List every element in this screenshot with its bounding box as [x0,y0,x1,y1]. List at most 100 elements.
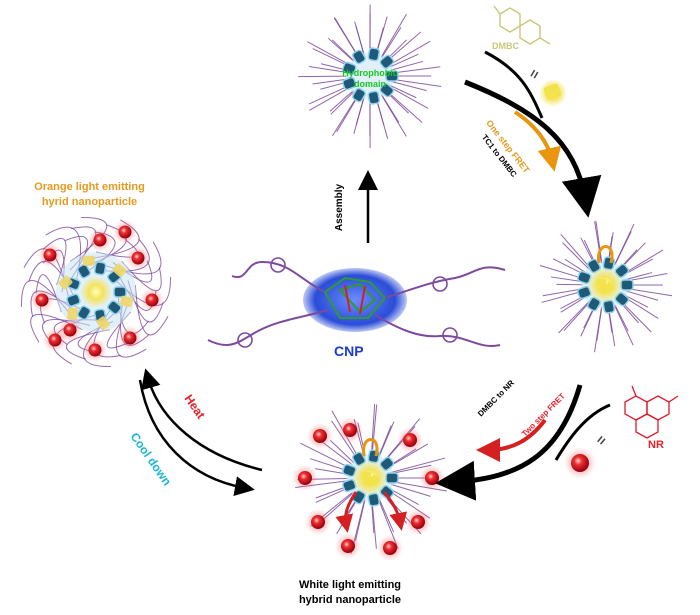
polymer-chain [563,301,591,332]
cnp-bond [359,285,366,315]
nr-particle [35,293,49,307]
polymer-chain [550,276,584,283]
nr-particle [63,323,77,337]
polymer-chain [334,17,360,58]
polymer-chain [623,249,664,275]
nr-particle [48,333,62,347]
nr-particle [313,429,327,443]
core-unit [77,305,91,321]
polymer-chain [614,304,629,332]
core-unit [352,49,366,65]
assembly-label: Assembly [334,183,346,232]
polymer-chain [558,300,591,334]
polymer-chain [329,90,354,112]
nr-particle [403,433,417,447]
cnp-arm-loop [442,327,458,343]
core-unit [113,286,127,298]
cool-down-arrow [138,379,255,497]
cnp-cage-inner [338,282,377,314]
core-unit [379,54,395,70]
polymer-chain [377,425,392,458]
core-unit [367,47,381,62]
polymer-chain [331,94,359,137]
cnp-glow [303,268,407,332]
polymer-chain [386,90,423,123]
core-unit [66,293,81,307]
polymer-chain [391,81,427,92]
cnp-molecule [207,257,506,348]
polymer-chain [300,442,351,469]
core-unit [352,87,366,103]
nr-particle [118,225,132,239]
polymer-chain [381,27,402,58]
cnp-arm [207,309,329,346]
nr-particle [131,251,145,265]
nr-particle [88,343,102,357]
nr-particle [311,515,325,529]
polymer-chain [626,272,653,280]
polymer-chain [389,488,419,506]
polymer-chain [539,265,585,280]
polymer-chain [564,258,587,274]
hydrophobic-line-1: Hydrophobic [342,68,398,78]
tc1-loop [597,245,614,264]
polymer-chain [388,86,429,109]
polymer-chain [330,90,355,115]
white-particle-label: White light emitting hybrid nanoparticle [270,578,430,608]
polymer-chain [354,21,365,55]
dmbc-merge-curve [484,50,544,119]
core-unit [385,70,399,82]
core-unit [77,263,91,279]
tc1-loop [362,438,379,457]
micelle-right-dmbc [539,221,673,353]
dmbc-crystal [604,281,615,293]
core-unit [93,261,107,276]
nr-particle [43,248,57,262]
polymer-chain [378,421,395,458]
cnp-bond [344,284,351,313]
polymer-chain [613,304,634,346]
energy-arrow [382,491,408,531]
polymer-chain [391,457,446,473]
polymer-chain [623,296,659,319]
polymer-chain [307,41,351,66]
cnp-arm [374,314,501,347]
polymer-chain [595,221,603,264]
dmbc-label: DMBC [492,41,519,51]
heat-arrow [141,368,263,472]
white-line-1: White light emitting [298,579,402,591]
cnp-arm [231,260,326,293]
cnp-arm-loop [432,276,448,292]
polymer-chain [624,258,654,275]
nr-sphere-icon [571,454,589,472]
polymer-chain [65,329,110,360]
polymer-chain [355,97,365,125]
polymer-chain [388,40,431,66]
polymer-chain [309,86,352,111]
polymer-chain [391,66,441,74]
polymer-chain [134,285,169,336]
polymer-chain [594,306,603,353]
dmbc-crystal [120,295,134,308]
core-unit [342,61,357,76]
nr-particle [343,423,357,437]
polymer-chain [309,66,349,74]
polymer-chain [626,290,659,301]
polymer-chain [389,53,419,68]
cnp-arm-loop [270,257,286,273]
dmbc-structure [493,5,551,45]
dmbc-crystal [58,275,73,290]
polymer-chain [354,499,366,542]
polymer-chain [370,403,376,457]
polymer-chain [391,464,432,475]
hydrophobic-domain-label: Hydrophobic domain [340,68,400,90]
polymer-chain [380,13,407,58]
polymer-chain [626,287,673,297]
polymer-chain [312,78,349,85]
orange-line-1: Orange light emitting [34,181,145,193]
polymer-chain [391,78,442,87]
polymer-chain [336,94,360,133]
nr-particle [145,293,159,307]
dmbc-crystal [96,316,110,331]
